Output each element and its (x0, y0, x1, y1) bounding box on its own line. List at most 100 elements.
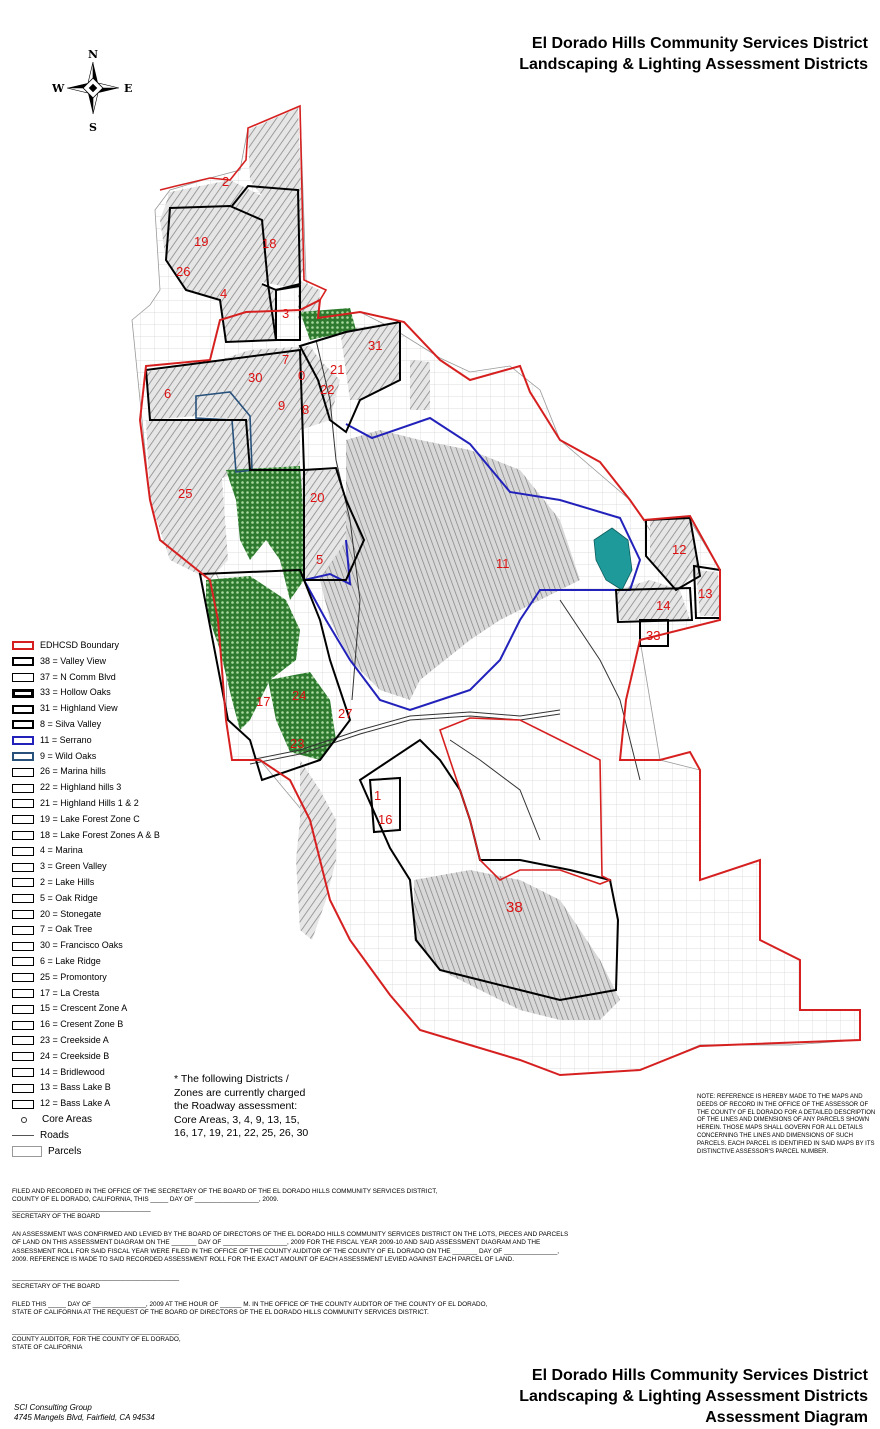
legend-swatch (12, 720, 34, 730)
district-label: 13 (698, 586, 712, 601)
open-space-areas (206, 308, 356, 760)
district-label: 7 (282, 352, 289, 367)
legend-label: 11 = Serrano (40, 734, 92, 745)
legend-label: 38 = Valley View (40, 655, 106, 666)
district-label: 23 (290, 736, 304, 751)
legend-item: 5 = Oak Ridge (12, 891, 160, 907)
legend-item: 26 = Marina hills (12, 764, 160, 780)
legend-item: 18 = Lake Forest Zones A & B (12, 828, 160, 844)
legend-label: 24 = Creekside B (40, 1050, 110, 1061)
legend-label: 19 = Lake Forest Zone C (40, 813, 140, 824)
signature-line: ________________________________________… (12, 1327, 180, 1335)
district-label: 12 (672, 542, 686, 557)
district-map: N S E W (51, 48, 861, 1077)
legend-label: 5 = Oak Ridge (40, 892, 98, 903)
legend-label: 16 = Cresent Zone B (40, 1019, 124, 1030)
legend-label: 18 = Lake Forest Zones A & B (40, 829, 160, 840)
legend-label: Roads (40, 1129, 69, 1141)
legend-item: 11 = Serrano (12, 733, 160, 749)
filed-this-statement: FILED THIS _____ DAY OF _______________,… (12, 1300, 488, 1308)
lake (593, 527, 633, 591)
signature-line: ________________________________________… (12, 1274, 180, 1282)
legend-label: 8 = Silva Valley (40, 718, 102, 729)
legend-swatch (12, 672, 34, 682)
legend-item: EDHCSD Boundary (12, 638, 160, 654)
legend-swatch (12, 1004, 34, 1014)
assessment-statement: ASSESSMENT ROLL FOR SAID FISCAL YEAR WER… (12, 1247, 560, 1255)
auditor-label: STATE OF CALIFORNIA (12, 1344, 83, 1352)
legend-swatch (12, 704, 34, 714)
consultant-name: SCI Consulting Group (14, 1403, 92, 1412)
assessment-statement: AN ASSESSMENT WAS CONFIRMED AND LEVIED B… (12, 1231, 569, 1239)
legend-item: 19 = Lake Forest Zone C (12, 812, 160, 828)
legend-item: 22 = Highland hills 3 (12, 780, 160, 796)
district-labels: 2 19 18 26 4 3 31 21 7 30 0 22 6 9 8 25 … (164, 174, 712, 916)
legend-item: 7 = Oak Tree (12, 922, 160, 938)
legend-item: Roads (12, 1128, 160, 1144)
legend-label: Core Areas (42, 1113, 93, 1125)
legend-item: 8 = Silva Valley (12, 717, 160, 733)
district-label: 11 (496, 556, 510, 571)
secretary-label: SECRETARY OF THE BOARD (12, 1282, 100, 1290)
legend-label: 7 = Oak Tree (40, 924, 93, 935)
serrano-boundary (302, 416, 642, 712)
legend-label: 31 = Highland View (40, 703, 118, 714)
legend-item: 4 = Marina (12, 843, 160, 859)
assessment-statement: OF LAND ON THIS ASSESSMENT DIAGRAM ON TH… (12, 1239, 541, 1247)
map-title: El Dorado Hills Community Services Distr… (519, 33, 868, 75)
legend-item: 25 = Promontory (12, 970, 160, 986)
district-label: 0 (298, 368, 305, 383)
consultant-address: 4745 Mangels Blvd, Fairfield, CA 94534 (14, 1413, 155, 1422)
legend-swatch (12, 988, 34, 998)
legend-swatch (12, 783, 34, 793)
legend-item: 37 = N Comm Blvd (12, 670, 160, 686)
road-line-icon (12, 1135, 34, 1137)
legend-swatch (12, 1067, 34, 1077)
compass-south-label: S (89, 121, 97, 134)
legend-swatch (12, 1099, 34, 1109)
legend-swatch (12, 925, 34, 935)
legend-label: 3 = Green Valley (40, 861, 107, 872)
roadway-note-line: Zones are currently charged (174, 1086, 306, 1099)
filed-this-statement: STATE OF CALIFORNIA AT THE REQUEST OF TH… (12, 1309, 429, 1317)
legend-label: 23 = Creekside A (40, 1034, 109, 1045)
core-area-dot-icon (21, 1116, 27, 1123)
district-label: 25 (178, 486, 192, 501)
consultant-info: SCI Consulting Group 4745 Mangels Blvd, … (14, 1403, 155, 1423)
legend-swatch (12, 688, 34, 698)
legend-item: 16 = Cresent Zone B (12, 1017, 160, 1033)
legend-item: 20 = Stonegate (12, 907, 160, 923)
reference-note: NOTE: REFERENCE IS HEREBY MADE TO THE MA… (697, 1094, 876, 1155)
legend-item: 6 = Lake Ridge (12, 954, 160, 970)
district-label: 18 (262, 236, 276, 251)
legend-item: 12 = Bass Lake A (12, 1096, 160, 1112)
compass-east-label: E (124, 82, 132, 95)
legend-item: 3 = Green Valley (12, 859, 160, 875)
legend-label: 6 = Lake Ridge (40, 955, 101, 966)
roadway-note-line: Core Areas, 3, 4, 9, 13, 15, (174, 1113, 300, 1126)
roadway-note-line: * The following Districts / (174, 1073, 289, 1085)
district-label: 2 (222, 174, 229, 189)
legend-swatch (12, 894, 34, 904)
legend-swatch (12, 1052, 34, 1062)
legend-swatch (12, 799, 34, 809)
legend-swatch (12, 1020, 34, 1030)
legend-item: 30 = Francisco Oaks (12, 938, 160, 954)
district-label: 33 (646, 628, 660, 643)
filed-statement: COUNTY OF EL DORADO, CALIFORNIA, THIS __… (12, 1196, 279, 1204)
legend-swatch (12, 751, 34, 761)
legend-label: 25 = Promontory (40, 971, 107, 982)
legend-swatch (12, 941, 34, 951)
legend-label: 12 = Bass Lake A (40, 1098, 111, 1109)
legend-swatch (12, 1083, 34, 1093)
legend-label: 17 = La Cresta (40, 987, 100, 998)
district-label: 24 (292, 688, 306, 703)
legend-swatch (12, 657, 34, 667)
legend-swatch (12, 1145, 42, 1157)
diagram-title: El Dorado Hills Community Services Distr… (519, 1365, 868, 1428)
title-line-1: El Dorado Hills Community Services Distr… (531, 35, 868, 52)
legend-item: 13 = Bass Lake B (12, 1080, 160, 1096)
filed-statement: FILED AND RECORDED IN THE OFFICE OF THE … (12, 1188, 438, 1195)
legend-item: 21 = Highland Hills 1 & 2 (12, 796, 160, 812)
legend-label: 14 = Bridlewood (40, 1066, 105, 1077)
